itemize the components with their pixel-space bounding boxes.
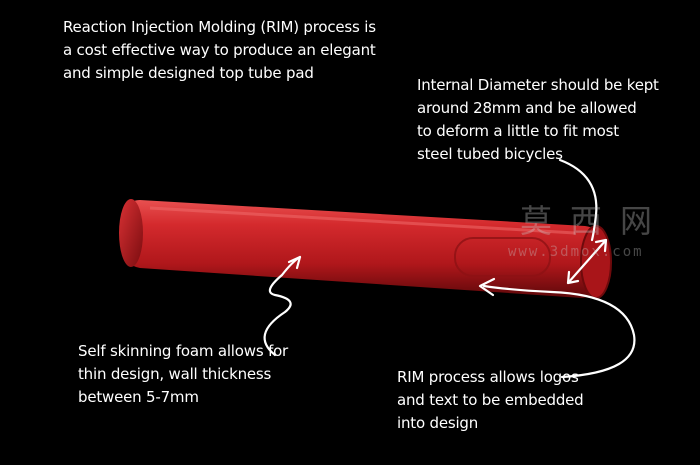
internal-diameter-annotation: Internal Diameter should be kept around …	[417, 76, 659, 163]
embedded-logo-area	[454, 237, 551, 277]
rim-process-annotation: Reaction Injection Molding (RIM) process…	[63, 18, 376, 82]
logos-annotation: RIM process allows logos and text to be …	[397, 368, 584, 432]
tube-body	[119, 200, 611, 298]
self-skinning-annotation: Self skinning foam allows for thin desig…	[78, 342, 289, 406]
diameter-double-arrow	[566, 238, 608, 285]
watermark-url: www.3dmox.com	[508, 244, 644, 260]
logos-arrowhead	[478, 277, 496, 297]
logos-curve-arrow	[482, 284, 636, 379]
foam-arrowhead	[287, 255, 302, 270]
top-tube-pad	[119, 199, 612, 299]
tube-left-end	[119, 199, 143, 267]
foam-squiggle-arrow	[263, 255, 302, 357]
watermark-chinese: 莫西网	[520, 202, 671, 240]
diameter-curve-arrow	[558, 158, 598, 242]
tube-highlight	[149, 206, 576, 235]
